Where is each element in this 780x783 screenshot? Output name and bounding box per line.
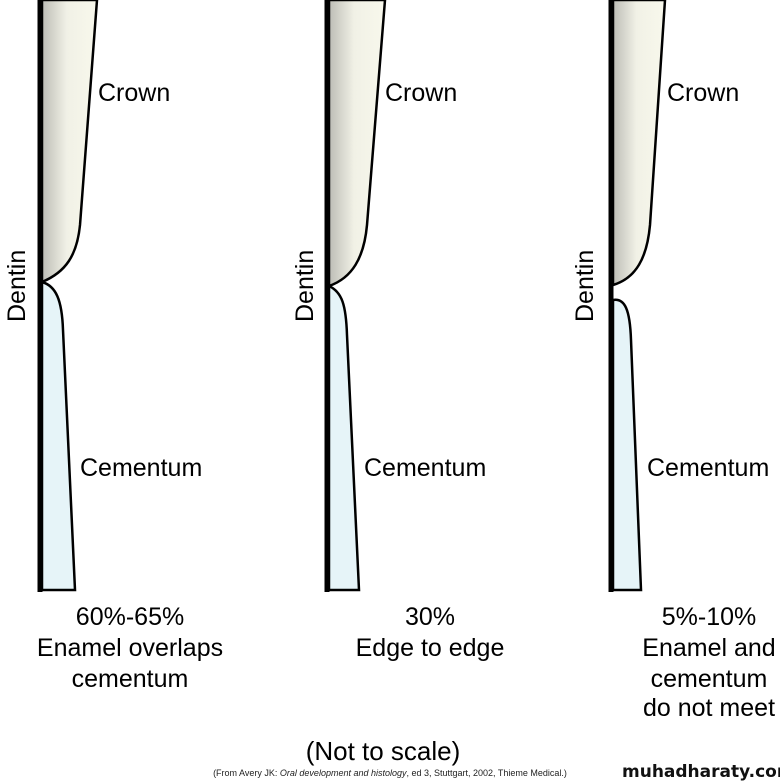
citation-title: Oral development and histology [280, 768, 407, 778]
caption-line: cementum [651, 665, 768, 693]
dentin-label: Dentin [291, 250, 319, 322]
dentin-label: Dentin [3, 250, 31, 322]
cementum-shape [327, 284, 361, 592]
panel-no-meet: Crown Cementum Dentin 5%-10% Enamel and … [571, 0, 776, 722]
citation-post: , ed 3, Stuttgart, 2002, Thieme Medical.… [407, 768, 567, 778]
watermark: muhadharaty.com [622, 762, 780, 782]
caption-line: Enamel overlaps [37, 634, 223, 662]
crown-label: Crown [98, 79, 170, 107]
cementum-shape [611, 298, 643, 592]
caption-line: do not meet [643, 694, 775, 722]
caption-line: Enamel and [642, 634, 775, 662]
crown-label: Crown [385, 79, 457, 107]
crown-enamel-shape [40, 0, 99, 284]
dentin-label: Dentin [571, 250, 599, 322]
caption-line: cementum [72, 665, 189, 693]
percent-label: 60%-65% [76, 603, 184, 631]
panel-overlap: Crown Cementum Dentin 60%-65% Enamel ove… [3, 0, 223, 693]
crown-enamel-shape [327, 0, 387, 288]
citation: (From Avery JK: Oral development and his… [213, 768, 567, 778]
cementum-label: Cementum [80, 454, 202, 482]
cementum-label: Cementum [364, 454, 486, 482]
crown-label: Crown [667, 79, 739, 107]
not-to-scale-note: (Not to scale) [306, 736, 461, 766]
citation-pre: (From Avery JK: [213, 768, 280, 778]
percent-label: 30% [405, 603, 455, 631]
panel-edge-to-edge: Crown Cementum Dentin 30% Edge to edge [291, 0, 504, 662]
cementum-shape [40, 280, 77, 592]
caption-line: Edge to edge [356, 634, 505, 662]
percent-label: 5%-10% [662, 603, 757, 631]
crown-enamel-shape [611, 0, 667, 287]
cementum-label: Cementum [647, 454, 769, 482]
